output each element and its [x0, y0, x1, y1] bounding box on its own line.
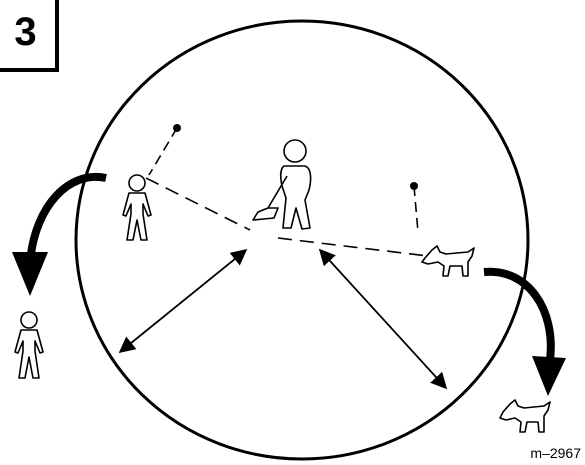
operator-with-wand-icon — [253, 140, 311, 229]
leader-dot-dog — [410, 182, 418, 190]
curved-arrow-person-out — [30, 177, 106, 262]
curved-arrow-dog-head — [532, 356, 566, 396]
range-arrow-right — [320, 250, 446, 388]
person-icon-outside — [15, 312, 43, 378]
dog-icon-outside — [500, 400, 550, 432]
person-icon-inside — [123, 175, 151, 240]
dog-icon-inside — [422, 246, 474, 276]
figure-reference-code: m–2967 — [530, 445, 581, 461]
curved-arrow-dog-out — [484, 272, 551, 360]
leader-dot-person — [173, 124, 181, 132]
range-arrow-left — [120, 250, 246, 352]
curved-arrow-person-head — [12, 252, 48, 296]
